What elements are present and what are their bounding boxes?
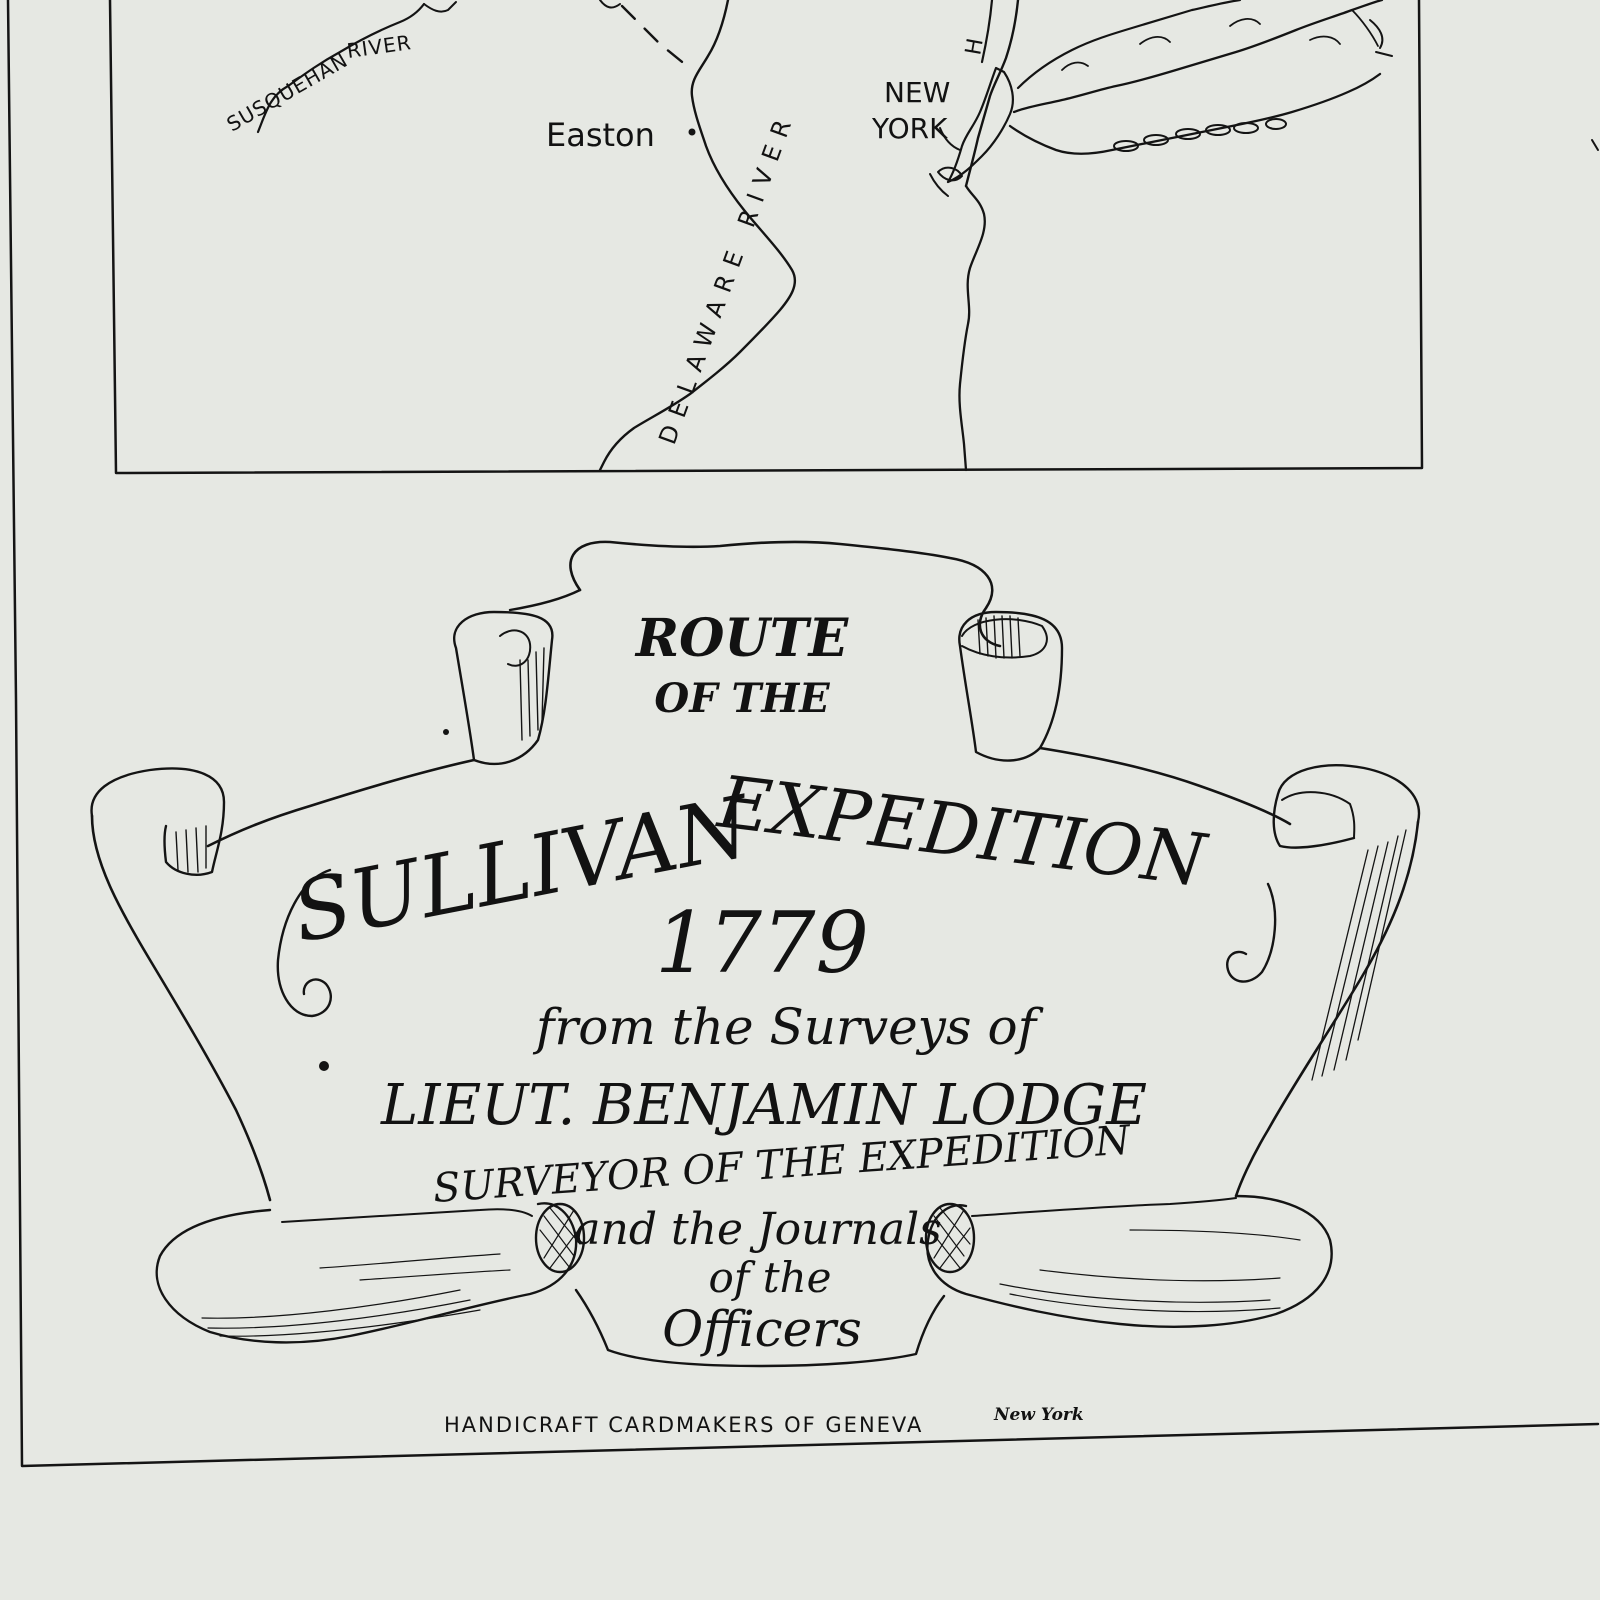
long-island-south-shore — [1008, 72, 1382, 155]
subtitle-journals-2: of the — [709, 1253, 832, 1302]
inset-map: SUSQUEHAN RIVER Easton NEW YORK H DELAWA… — [108, 0, 1424, 475]
scroll-top-right-shading — [977, 615, 1021, 659]
scroll-side-right-shading — [1311, 829, 1407, 1081]
scroll-side-left — [90, 767, 226, 876]
banner-left-edge — [90, 814, 272, 1202]
title-year: 1779 — [655, 894, 869, 992]
connecticut-shore — [1016, 0, 1242, 90]
scroll-top-left — [453, 610, 554, 766]
scroll-bottom-right-end — [924, 1202, 976, 1274]
connecticut-river — [1351, 9, 1379, 47]
scroll-bottom-left-end-hatch — [539, 1207, 581, 1269]
cartouche-top-cap — [569, 540, 1002, 648]
subtitle-journals-1: and the Journals — [574, 1204, 942, 1255]
scroll-side-right-inner — [1281, 791, 1356, 839]
label-york: YORK — [871, 112, 948, 145]
connecticut-coves — [1061, 18, 1341, 71]
cartouche-top-left-join — [508, 588, 582, 612]
scroll-top-right — [958, 610, 1064, 762]
label-hudson: H — [961, 36, 988, 57]
ink-dot-lower — [319, 1061, 329, 1071]
hudson-river-line — [964, 0, 1020, 188]
expedition-route-dashed — [620, 4, 694, 72]
scroll-top-right-opening — [961, 618, 1048, 659]
subtitle-from-surveys: from the Surveys of — [532, 998, 1044, 1056]
staten-island — [937, 166, 963, 182]
scroll-bottom-right-fold — [971, 1197, 1237, 1217]
right-edge-mark — [1591, 139, 1599, 151]
scroll-bottom-left-fold — [281, 1208, 533, 1223]
ink-dot-upper — [443, 729, 449, 735]
banner-upper-edge — [206, 746, 1292, 848]
title-of-the: OF THE — [654, 675, 830, 722]
scroll-side-right — [1272, 764, 1421, 849]
label-susquehanna-river: RIVER — [345, 30, 413, 63]
harbor-shore — [929, 127, 961, 197]
flourish-right — [1226, 882, 1277, 983]
subtitle-journals-3: Officers — [662, 1300, 862, 1358]
scroll-bottom-right-shading — [999, 1229, 1301, 1313]
scroll-top-left-curl — [499, 629, 532, 667]
route-end-mark — [599, 0, 621, 9]
new-jersey-shore — [958, 184, 986, 472]
cartouche-bottom-tab — [574, 1288, 946, 1368]
label-new: NEW — [884, 76, 950, 109]
susquehanna-river-tail — [423, 1, 457, 13]
title-expedition: EXPEDITION — [712, 759, 1213, 903]
flourish-left — [276, 868, 332, 1018]
imprint-place: New York — [993, 1405, 1084, 1425]
label-delaware-river: DELAWARE RIVER — [653, 107, 800, 448]
title-route: ROUTE — [634, 608, 850, 669]
scroll-bottom-left-shading — [201, 1253, 511, 1337]
label-susquehanna: SUSQUEHAN — [223, 48, 353, 137]
inset-map-frame — [108, 0, 1424, 475]
banner-right-edge — [1234, 820, 1420, 1198]
scroll-side-left-shading — [175, 825, 207, 873]
easton-town-marker — [688, 128, 696, 136]
imprint-maker: HANDICRAFT CARDMAKERS OF GENEVA — [444, 1413, 923, 1437]
barrier-islands — [1113, 118, 1287, 152]
scroll-bottom-left — [155, 1202, 578, 1344]
scroll-bottom-left-end — [534, 1202, 586, 1274]
subtitle-surveyor-name: LIEUT. BENJAMIN LODGE — [380, 1073, 1147, 1138]
label-easton: Easton — [546, 116, 655, 154]
delaware-river-line — [598, 0, 797, 472]
scroll-top-left-shading — [519, 647, 545, 741]
hudson-west-bank — [980, 0, 994, 64]
long-island-north-shore — [1012, 0, 1384, 114]
title-cartouche: ROUTE OF THE SULLIVAN EXPEDITION 1779 fr… — [90, 540, 1421, 1368]
montauk-fork — [1369, 19, 1393, 57]
susquehanna-river-line — [256, 2, 426, 134]
outer-border — [6, 0, 1600, 1468]
manhattan-island — [946, 66, 1014, 184]
scroll-bottom-right-end-hatch — [929, 1207, 971, 1269]
